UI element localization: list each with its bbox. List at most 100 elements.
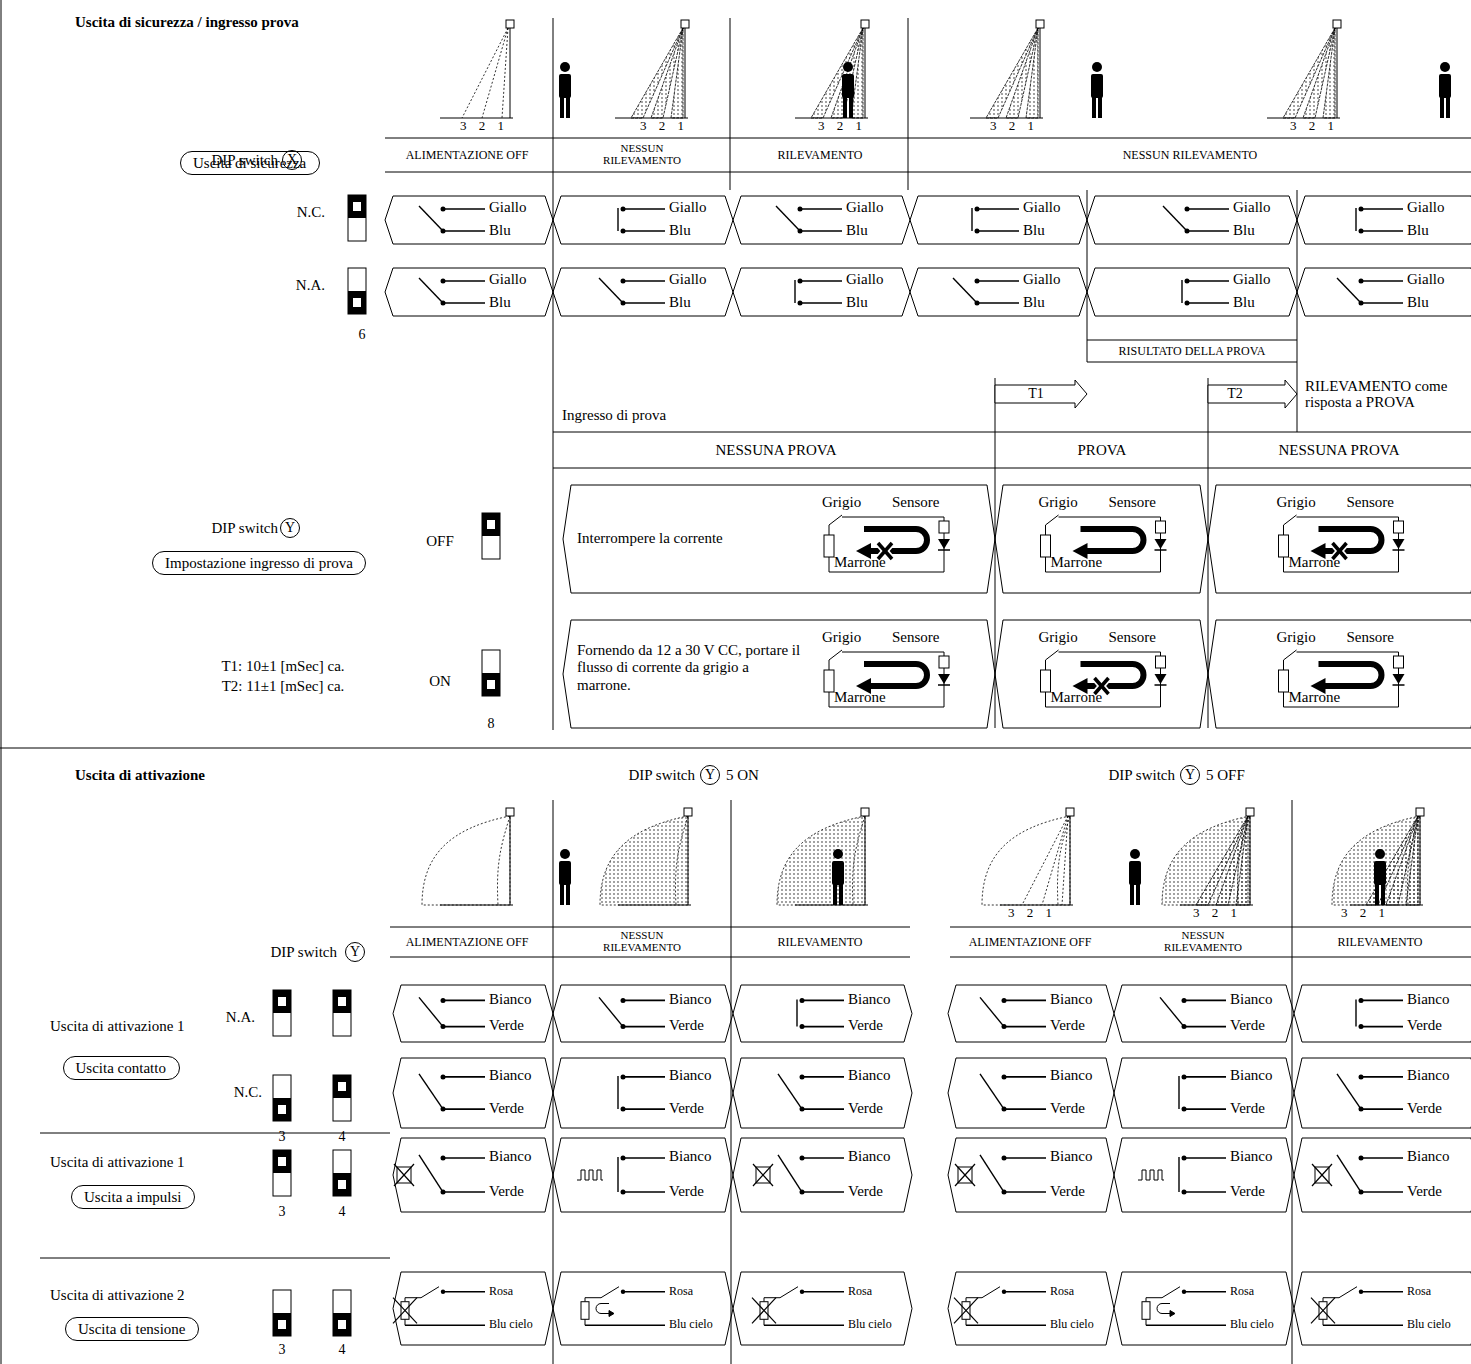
drawing-stroke [1187,280,1229,282]
detection-area [1332,816,1420,905]
drawing-stroke [585,1298,586,1302]
switch-symbol [1337,278,1403,306]
wire-color: Giallo [489,272,527,287]
drawing-stroke [559,861,571,885]
signal-state-band: RosaBlu cielo [393,1272,553,1345]
drawing-stroke [939,656,949,668]
drawing-stroke [824,670,834,692]
drawing-stroke [333,1075,351,1121]
wire-color: Verde [1050,1184,1085,1199]
drawing-stroke [842,517,944,518]
drawing-stroke [1142,1302,1150,1320]
drawing-stroke [560,849,570,859]
wire-color: Blu cielo [1050,1318,1094,1330]
signal-state-band: GialloBlu [553,268,733,316]
drawing-stroke [1185,206,1190,211]
wire-color: Blu [669,223,691,238]
drawing-stroke [861,20,869,28]
drawing-stroke [800,1024,805,1029]
wire-color: Bianco [669,1068,712,1083]
wire-color: Blu [846,295,868,310]
drawing-stroke [938,674,950,684]
drawing-stroke [333,1290,351,1336]
drawing-stroke [623,208,665,210]
test-text: Sensore [1109,630,1157,645]
drawing-stroke [443,208,485,210]
band-outline [563,485,995,593]
wire-color: Bianco [669,1149,712,1164]
diagram-label: DIP switch [270,945,337,960]
signal-state-band: BiancoVerde [733,1058,912,1128]
drawing-stroke [975,278,980,283]
frame-line [390,927,910,928]
drawing-stroke [753,1164,773,1186]
drawing-stroke [1381,883,1385,905]
drawing-stroke [1283,28,1335,118]
band-outline [948,1272,1114,1345]
drawing-stroke [1004,1191,1046,1193]
signal-state-band: GialloBlu [1297,196,1471,244]
band-drawing [1208,620,1471,728]
diagram-label: 6 [359,328,366,342]
switch-symbol [1312,1155,1403,1195]
drawing-stroke [977,208,1019,210]
drawing-stroke [1337,1074,1361,1109]
frame-line [385,172,1471,173]
drawing-stroke [843,96,847,118]
drawing-stroke [278,997,286,1006]
drawing-stroke [681,20,689,28]
frame-line [1087,340,1297,341]
drawing-stroke [794,280,795,303]
wire-color: Blu [1407,295,1429,310]
wire-color: Bianco [1230,992,1273,1007]
drawing-stroke [278,1157,286,1166]
switch-symbol [954,1287,1046,1326]
drawing-stroke [441,278,446,283]
drawing-stroke [441,998,446,1003]
band-outline [1294,985,1471,1042]
frame-line [1087,190,1088,362]
drawing-stroke [864,529,927,551]
drawing-stroke [487,680,495,689]
diagram-label: Uscita di attivazione 1 [50,1019,185,1034]
test-text: Grigio [1277,630,1316,645]
drawing-stroke [1359,206,1364,211]
band-outline [553,196,733,244]
drawing-stroke [393,1298,417,1324]
sensor-circuit [824,515,950,572]
wire-color: Blu [1023,223,1045,238]
drawing-stroke [1187,302,1229,304]
test-input-band: GrigioSensoreMarrone [1208,620,1471,728]
diagram-label: Uscita di attivazione 2 [50,1288,185,1303]
diagram-label: DIP switch [1108,768,1175,783]
drawing-stroke [566,96,570,118]
drawing-stroke [1098,96,1102,118]
wire-color: Bianco [489,1068,532,1083]
drawing-stroke [443,1291,485,1293]
drawing-stroke [831,28,863,118]
switch-symbol [419,278,485,306]
drawing-stroke [1440,96,1444,118]
drawing-stroke [1393,684,1405,686]
drawing-stroke [443,230,485,232]
drawing-stroke [333,1173,351,1196]
person-icon [559,62,571,118]
frame-line [950,927,1471,928]
drawing-stroke [621,1074,626,1079]
wire-color: Rosa [1407,1285,1431,1297]
drawing-stroke [1004,1108,1046,1110]
drawing-stroke [441,1074,446,1079]
wire-color: Verde [1407,1184,1442,1199]
drawing-stroke [1279,670,1289,692]
wire-color: Bianco [1407,1068,1450,1083]
switch-symbol [1138,1155,1226,1194]
wire-color: Blu [1407,223,1429,238]
switch-symbol [1311,1287,1403,1326]
drawing-stroke [842,652,944,653]
drawing-stroke [1283,660,1284,670]
test-text: Grigio [1277,495,1316,510]
drawing-stroke [798,206,803,211]
drawing-stroke [443,1026,485,1028]
drawing-stroke [938,684,950,686]
diagram-label: ALIMENTAZIONE OFF [969,936,1092,948]
